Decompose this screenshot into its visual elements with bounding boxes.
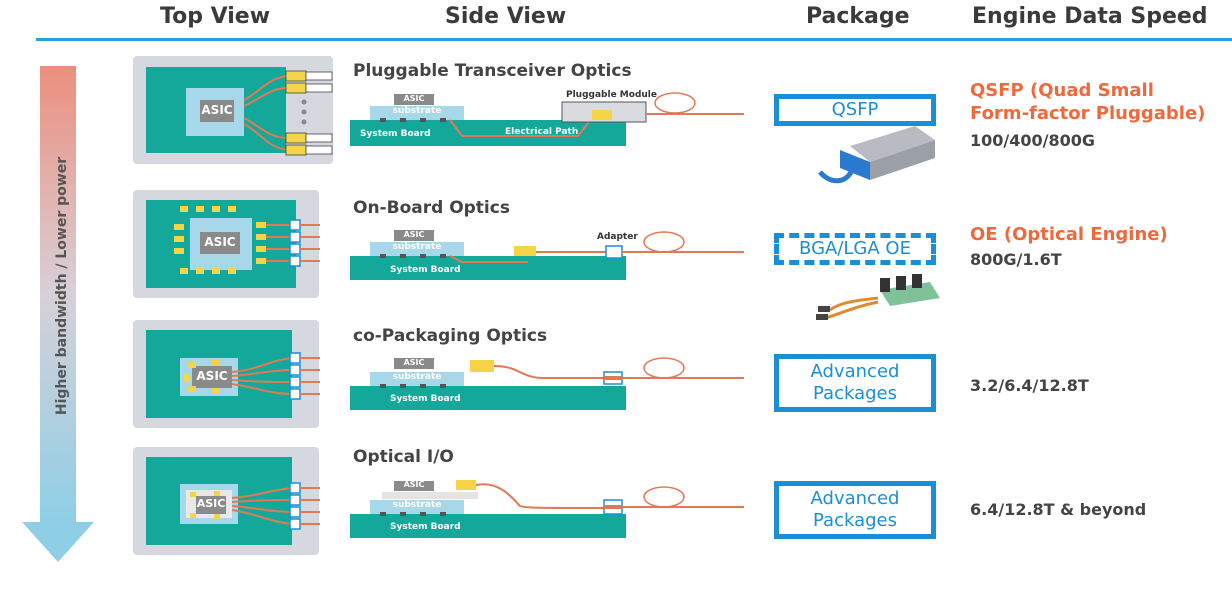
row4-side-view <box>350 480 744 538</box>
header-engine-data-speed: Engine Data Speed <box>972 4 1208 29</box>
row3-title: co-Packaging Optics <box>353 326 548 346</box>
package-qsfp-label: QSFP <box>831 98 879 120</box>
row1-title: Pluggable Transceiver Optics <box>353 61 632 81</box>
row3-system-board: System Board <box>390 394 461 404</box>
row1-speed-name: QSFP (Quad Small Form-factor Pluggable) <box>970 80 1206 124</box>
header-side-view: Side View <box>445 4 567 29</box>
row2-speed-name: OE (Optical Engine) <box>970 224 1168 245</box>
row2-asic-label: ASIC <box>204 235 236 249</box>
row1-speed-value: 100/400/800G <box>970 131 1096 150</box>
pluggable-module-label: Pluggable Module <box>566 90 657 100</box>
row3-speed-value: 3.2/6.4/12.8T <box>970 376 1089 395</box>
adapter-label: Adapter <box>597 232 638 242</box>
package-bga-lga-oe: BGA/LGA OE <box>774 233 936 265</box>
row1-top-view <box>133 56 333 164</box>
row4-speed-value: 6.4/12.8T & beyond <box>970 500 1147 519</box>
row1-side-view <box>350 92 744 146</box>
package-advanced-1: Advanced Packages <box>774 354 936 412</box>
row3-asic-label: ASIC <box>196 369 228 383</box>
qsfp-module-image <box>818 126 935 184</box>
package-bga-lga-label: BGA/LGA OE <box>799 237 911 259</box>
bandwidth-axis-label: Higher bandwidth / Lower power <box>54 156 70 416</box>
row3-side-asic: ASIC <box>403 358 425 367</box>
header-top-view: Top View <box>160 4 271 29</box>
row4-side-substrate: substrate <box>392 500 442 510</box>
row3-side-view <box>350 357 744 410</box>
header-package: Package <box>806 4 910 29</box>
row1-system-board: System Board <box>360 129 431 139</box>
row1-side-substrate: substrate <box>392 106 442 116</box>
row3-side-substrate: substrate <box>392 372 442 382</box>
package-advanced-2: Advanced Packages <box>774 481 936 539</box>
package-qsfp: QSFP <box>774 94 936 126</box>
package-advanced-1-line1: Advanced <box>810 360 900 382</box>
row4-system-board: System Board <box>390 522 461 532</box>
row2-side-asic: ASIC <box>403 230 425 239</box>
row4-asic-label: ASIC <box>196 497 226 510</box>
row2-side-substrate: substrate <box>392 242 442 252</box>
row1-side-asic: ASIC <box>403 94 425 103</box>
package-advanced-2-line2: Packages <box>813 510 897 531</box>
row2-top-view <box>133 190 320 298</box>
row1-asic-label: ASIC <box>201 103 233 117</box>
electrical-path-label: Electrical Path <box>505 127 579 137</box>
row4-side-asic: ASIC <box>403 480 425 489</box>
bandwidth-arrow <box>22 66 94 562</box>
package-advanced-2-line1: Advanced <box>810 487 900 509</box>
row2-speed-value: 800G/1.6T <box>970 250 1062 269</box>
row4-title: Optical I/O <box>353 447 454 467</box>
header-divider <box>36 38 1232 41</box>
row2-side-view <box>350 230 744 280</box>
row3-top-view <box>133 320 320 428</box>
row2-system-board: System Board <box>390 265 461 275</box>
row4-top-view <box>133 447 320 555</box>
row2-title: On-Board Optics <box>353 198 510 218</box>
optical-engine-image <box>816 274 940 320</box>
package-advanced-1-line2: Packages <box>813 383 897 404</box>
